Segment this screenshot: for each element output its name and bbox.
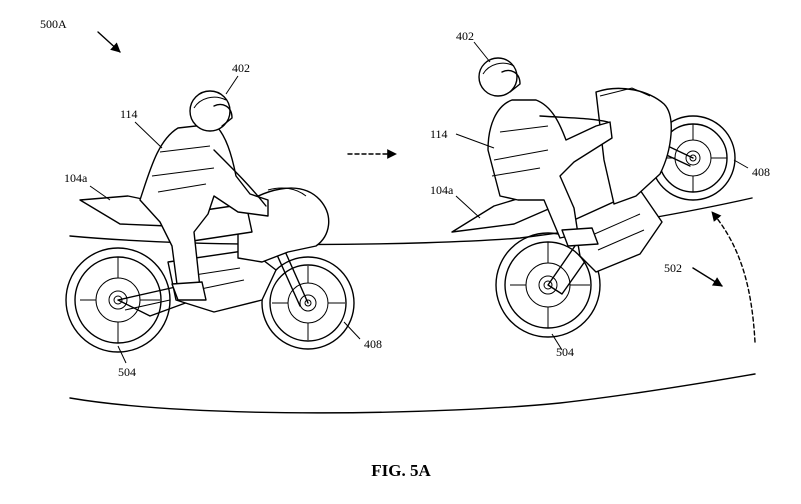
rear-wheel-left — [65, 247, 171, 353]
label-104a-right: 104a — [430, 183, 454, 197]
label-114-left: 114 — [120, 107, 138, 121]
ground-line-lower — [69, 373, 756, 414]
lift-arrow — [711, 211, 756, 343]
figure-caption: FIG. 5A — [371, 461, 431, 480]
label-502: 502 — [664, 261, 682, 275]
label-504-right: 504 — [556, 345, 574, 359]
label-504-left: 504 — [118, 365, 136, 379]
rear-wheel-right — [495, 232, 601, 338]
label-408-right: 408 — [752, 165, 770, 179]
front-wheel-left — [261, 256, 355, 350]
label-402-left: 402 — [232, 61, 250, 75]
label-402-right: 402 — [456, 29, 474, 43]
helmet-left — [189, 90, 233, 132]
motorcycle-left — [65, 90, 355, 353]
label-408-left: 408 — [364, 337, 382, 351]
motorcycle-right — [451, 57, 736, 338]
helmet-right — [478, 57, 521, 97]
label-500a: 500A — [40, 17, 67, 31]
label-114-right: 114 — [430, 127, 448, 141]
label-104a-left: 104a — [64, 171, 88, 185]
